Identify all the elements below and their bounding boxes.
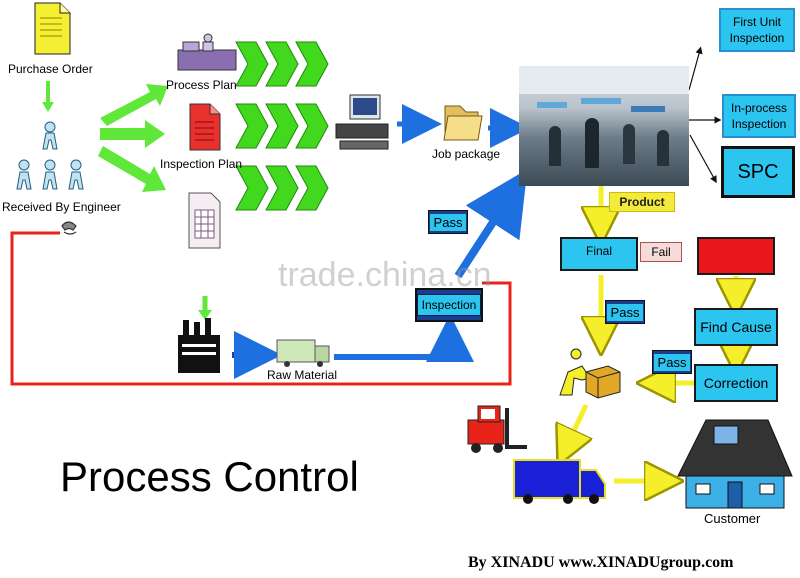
spc-box: SPC: [721, 146, 795, 198]
pass-upper-label: Pass: [429, 213, 467, 231]
yellow-flow-arrows: [566, 186, 736, 481]
process-plan-label: Process Plan: [166, 78, 237, 92]
factory-icon: [178, 318, 220, 373]
inspection-box: Inspection: [415, 288, 483, 322]
find-cause-box: Find Cause: [694, 308, 778, 346]
watermark-text: trade.china.cn: [278, 256, 492, 294]
first-unit-inspection-box: First Unit Inspection: [719, 8, 795, 52]
process-plan-icon: [177, 33, 237, 71]
footer-credit: By XINADU www.XINADUgroup.com: [468, 554, 734, 571]
customer-label: Customer: [704, 511, 761, 526]
raw-material-label: Raw Material: [267, 368, 338, 382]
pass-upper-box: Pass: [428, 210, 468, 234]
inspection-to-factory-arrow: [454, 169, 528, 279]
pass-final-label: Pass: [606, 303, 644, 321]
in-process-inspection-box: In-process Inspection: [722, 94, 796, 138]
red-feedback-line: [10, 231, 512, 386]
telephone-icon: [61, 221, 77, 235]
purchase-order-label: Purchase Order: [8, 62, 93, 76]
forklift-icon: [467, 405, 527, 453]
process-chevrons: [235, 41, 329, 211]
pass-correction-box: Pass: [652, 350, 692, 374]
delivery-truck-icon: [513, 459, 606, 504]
job-package-folder-icon: [443, 105, 483, 141]
final-box: Final: [560, 237, 638, 271]
inspection-plan-label: Inspection Plan: [160, 157, 243, 171]
customer-house-icon: [677, 419, 793, 509]
product-tag: Product: [609, 192, 675, 212]
po-down-arrow-head: [42, 102, 54, 112]
engineer-person-icon: [42, 121, 58, 150]
material-to-inspection-arrow: [334, 314, 474, 362]
fail-box: Fail: [640, 242, 682, 262]
green-arrows-to-plans: [98, 84, 168, 192]
spreadsheet-document-icon: [188, 192, 221, 249]
raw-material-truck-icon: [276, 339, 330, 367]
received-by-engineer-label: Received By Engineer: [2, 200, 121, 214]
pass-final-box: Pass: [605, 300, 645, 324]
job-package-label: Job package: [432, 147, 501, 161]
inspection-plan-document-icon: [189, 103, 221, 151]
correction-box: Correction: [694, 364, 778, 402]
engineer-team-icons: [16, 159, 84, 190]
diagram-title: Process Control: [60, 453, 359, 500]
computer-icon: [335, 94, 389, 150]
purchase-order-document-icon: [34, 2, 71, 55]
factory-workshop-photo: [519, 66, 689, 186]
factory-branch-arrows: [688, 46, 722, 184]
red-status-box: [697, 237, 775, 275]
pass-correction-label: Pass: [653, 353, 691, 371]
inspection-label: Inspection: [416, 294, 482, 316]
worker-carrying-box-icon: [559, 348, 621, 399]
